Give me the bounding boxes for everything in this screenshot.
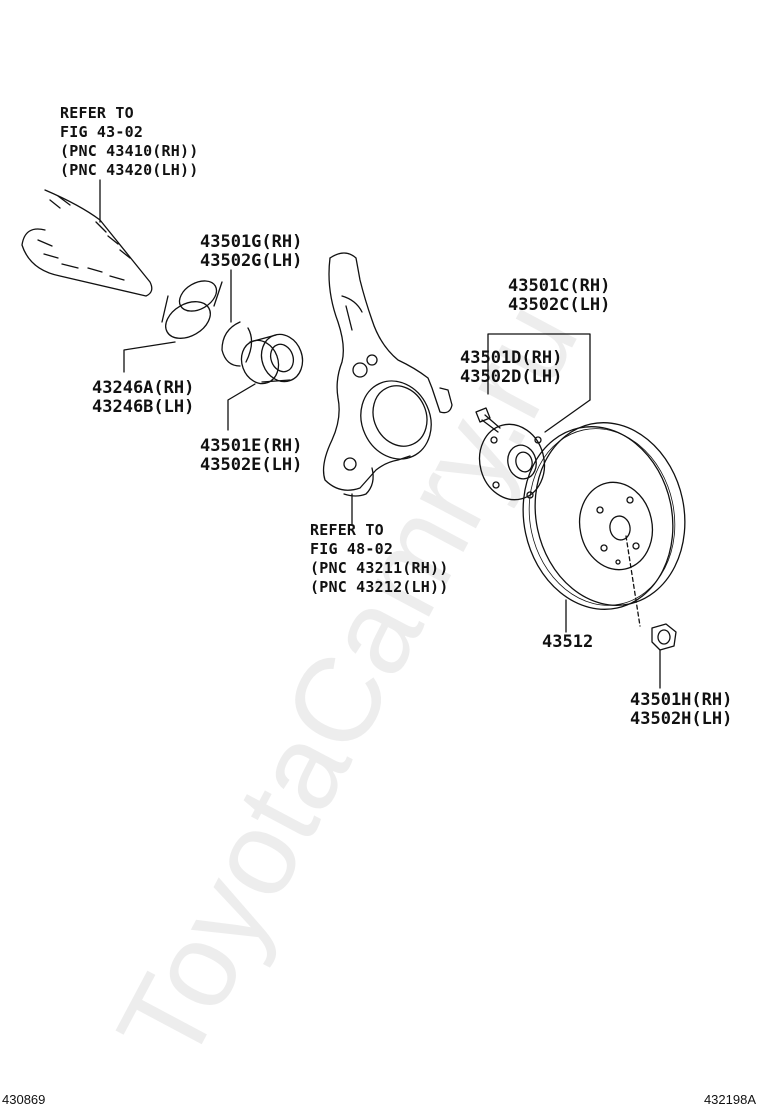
label-43501h: 43501H(RH) — [630, 690, 733, 710]
label-43246a: 43246A(RH) — [92, 378, 195, 398]
refer-43-line3: (PNC 43410(RH)) — [60, 142, 199, 160]
axle-hub — [478, 423, 546, 501]
label-43502h: 43502H(LH) — [630, 709, 733, 729]
footer-left-code: 430869 — [2, 1092, 46, 1107]
steering-knuckle — [322, 252, 453, 497]
label-43501e: 43501E(RH) — [200, 436, 303, 456]
label-43512: 43512 — [542, 632, 594, 652]
dust-deflector — [161, 280, 223, 339]
footer-right-code: 432198A — [703, 1092, 756, 1107]
label-43502d: 43502D(LH) — [460, 367, 563, 387]
refer-43-line4: (PNC 43420(LH)) — [60, 161, 199, 179]
front-axle-bearing — [240, 333, 304, 385]
driveshaft-illustration — [21, 189, 153, 297]
label-43501g: 43501G(RH) — [200, 232, 303, 252]
label-43246b: 43246B(LH) — [92, 397, 195, 417]
label-43502e: 43502E(LH) — [200, 455, 303, 475]
refer-48-line3: (PNC 43211(RH)) — [310, 559, 449, 577]
refer-43-line2: FIG 43-02 — [60, 123, 144, 141]
refer-48-line2: FIG 48-02 — [310, 540, 394, 558]
label-43502c: 43502C(LH) — [508, 295, 611, 315]
refer-48-line1: REFER TO — [310, 521, 384, 539]
hub-nut — [651, 623, 677, 651]
label-43502g: 43502G(LH) — [200, 251, 303, 271]
refer-48-line4: (PNC 43212(LH)) — [310, 578, 449, 596]
label-43501c: 43501C(RH) — [508, 276, 611, 296]
disc-rotor — [522, 422, 686, 610]
refer-43-line1: REFER TO — [60, 104, 134, 122]
hub-bolt — [475, 407, 501, 433]
label-43501d: 43501D(RH) — [460, 348, 563, 368]
snap-ring — [221, 321, 253, 367]
